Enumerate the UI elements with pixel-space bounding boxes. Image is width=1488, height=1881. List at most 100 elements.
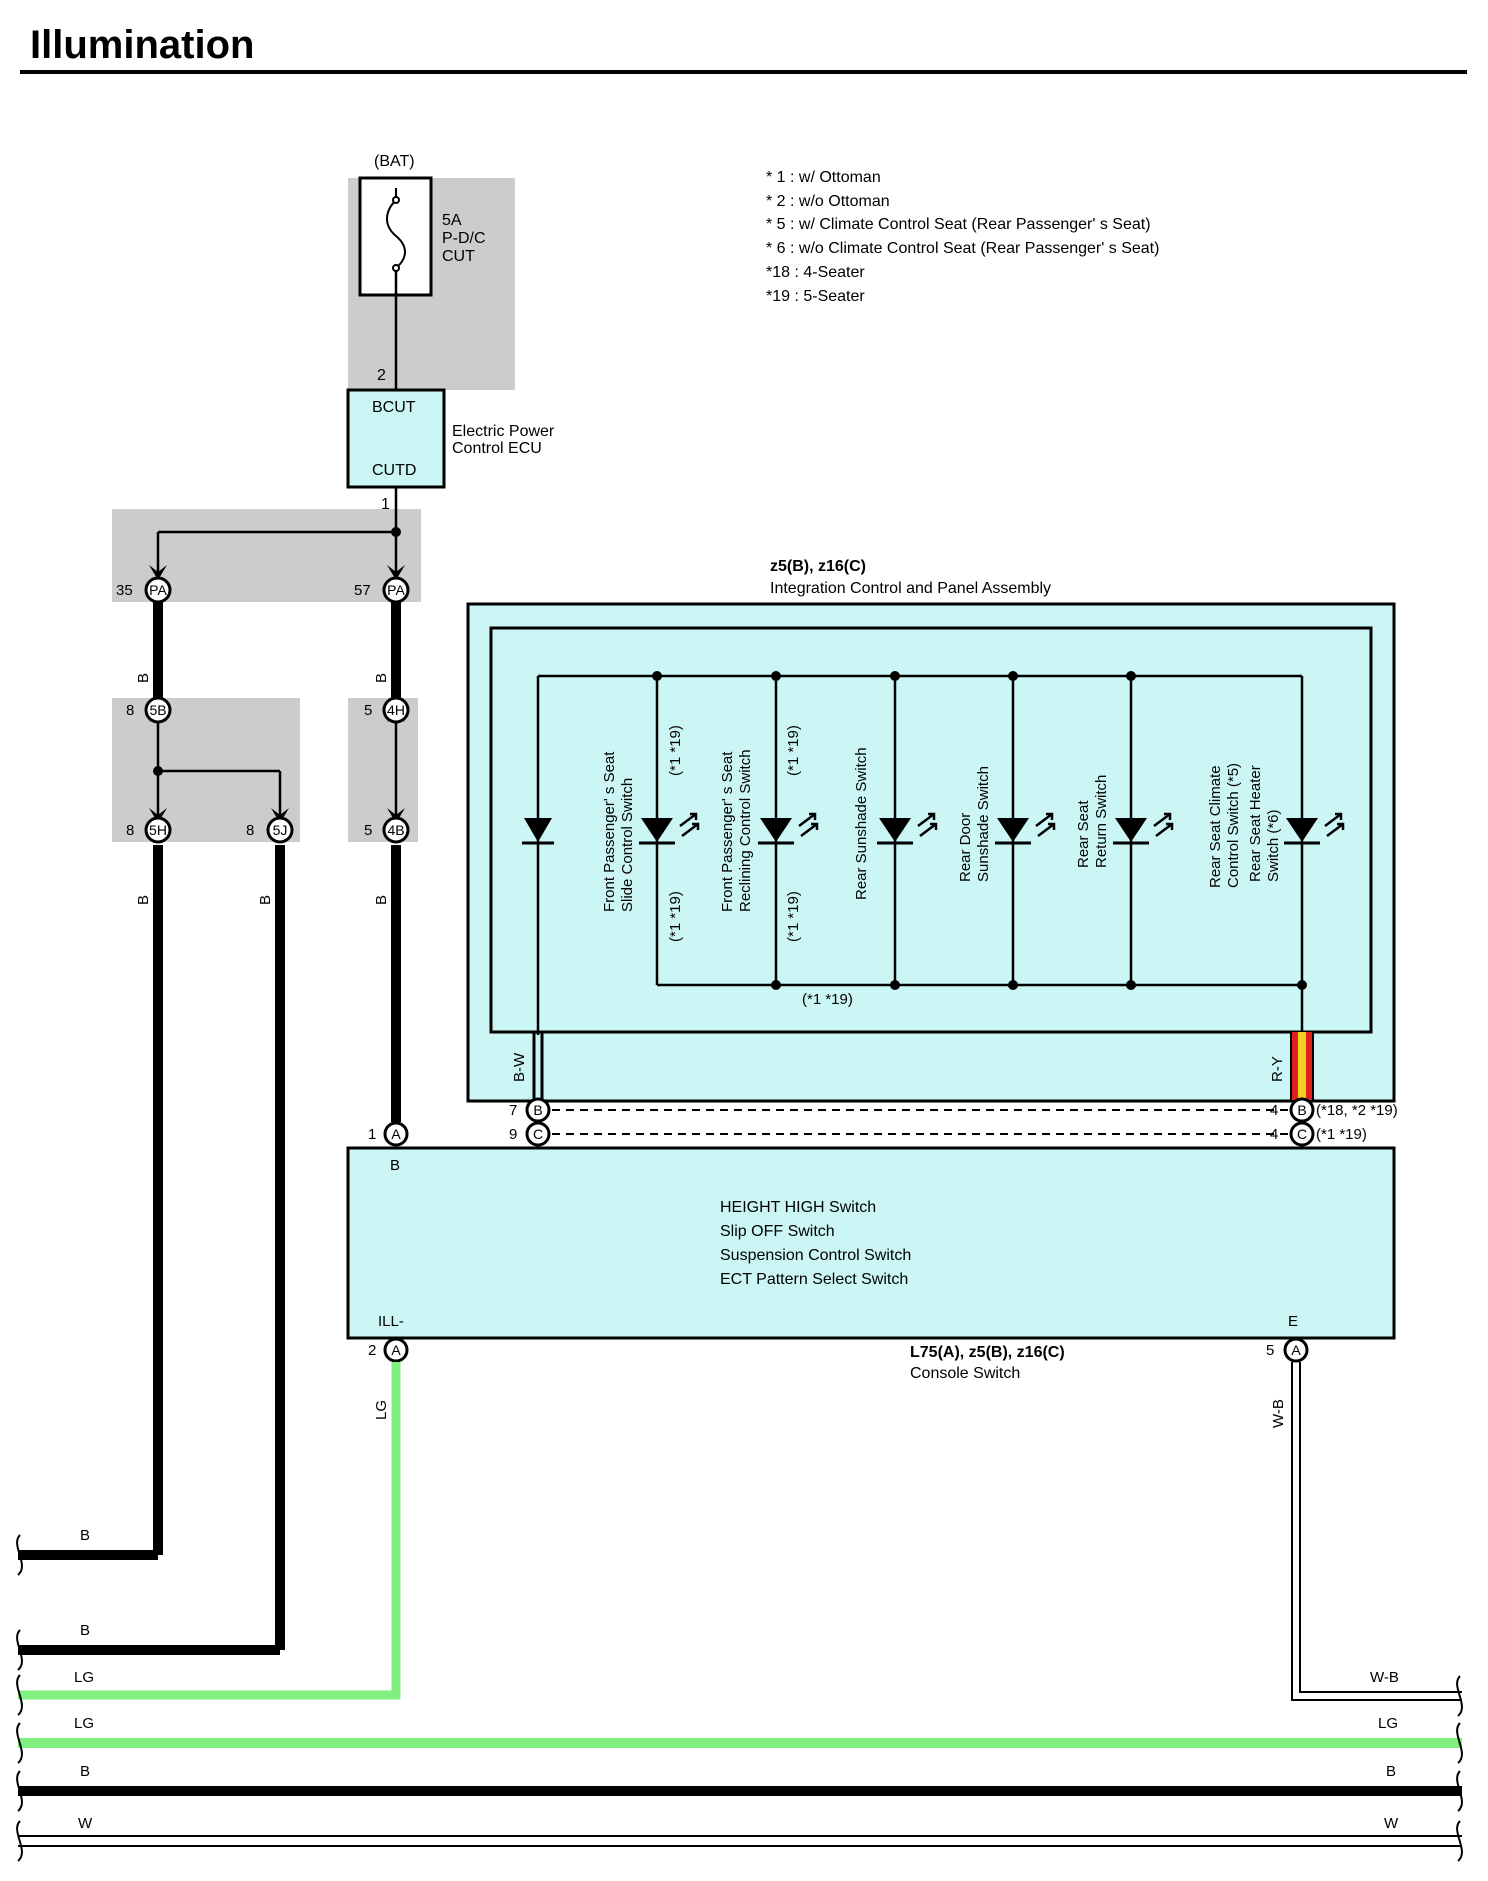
connector-pa-35: PA	[144, 576, 172, 604]
switch-4-label-1: Rear Door	[957, 813, 974, 882]
notes: * 1 : w/ Ottoman * 2 : w/o Ottoman * 5 :…	[766, 169, 1159, 305]
connector-5b-pin: 8	[126, 702, 134, 719]
arrow-pa-right	[387, 565, 405, 580]
switch-1-note-bottom: (*1 *19)	[667, 891, 684, 942]
connector-4h: 4H	[382, 696, 410, 724]
connector-code: 5B	[149, 702, 166, 718]
connector-c4-pin: 4	[1270, 1126, 1278, 1143]
console-title-1: L75(A), z5(B), z16(C)	[910, 1344, 1065, 1361]
wire-label-b-4: B	[257, 895, 274, 905]
wire-label-w-1: W	[78, 1815, 93, 1832]
fuse-pin: 2	[377, 367, 386, 384]
console-switch-1: HEIGHT HIGH Switch	[720, 1199, 876, 1216]
panel-circuit	[522, 671, 1345, 1035]
connector-a5: A	[1283, 1337, 1309, 1363]
connector-5j-pin: 8	[246, 822, 254, 839]
wire-label-b-3: B	[135, 895, 152, 905]
arrow-5j	[271, 808, 289, 823]
connector-4h-pin: 5	[364, 702, 372, 719]
wire-label-lg-1: LG	[373, 1400, 390, 1420]
fuse-dot-bottom	[392, 264, 400, 272]
connector-a2: A	[383, 1337, 409, 1363]
fuse-dot-top	[392, 196, 400, 204]
panel-title-2: Integration Control and Panel Assembly	[770, 580, 1051, 597]
arrow-5h	[149, 808, 167, 823]
connector-5h-pin: 8	[126, 822, 134, 839]
connector-5j: 5J	[266, 816, 294, 844]
console-switch-box	[346, 1146, 1396, 1340]
wire-wb-b	[1299, 1362, 1462, 1693]
wire-label-lg-3: LG	[74, 1715, 94, 1732]
connector-pa-57: PA	[382, 576, 410, 604]
connector-a1-pin: 1	[368, 1126, 376, 1143]
connector-5b: 5B	[144, 696, 172, 724]
wire-ry-stripe	[1298, 1032, 1306, 1100]
diode-icon	[524, 818, 552, 842]
switch-6-label-4: Switch (*6)	[1265, 809, 1282, 882]
wire-label-b-7: B	[80, 1622, 90, 1639]
wire-label-lg-2: LG	[74, 1669, 94, 1686]
switch-6-label-2: Control Switch (*5)	[1225, 763, 1242, 888]
wire-label-w-2: W	[1384, 1815, 1399, 1832]
wire-label-b-5: B	[373, 895, 390, 905]
bus-note: (*1 *19)	[802, 991, 853, 1008]
connector-c9: C	[525, 1121, 551, 1147]
connector-code: 4B	[387, 822, 404, 838]
note-18: *18 : 4-Seater	[766, 264, 865, 281]
connector-b4-pin: 4	[1270, 1102, 1278, 1119]
switch-2-label-1: Front Passenger' s Seat	[719, 751, 736, 912]
switch-3-label-1: Rear Sunshade Switch	[853, 747, 870, 900]
switch-2-note-top: (*1 *19)	[785, 725, 802, 776]
led-icon-2	[758, 812, 819, 845]
switch-5-label-2: Return Switch	[1093, 775, 1110, 868]
connector-code: PA	[387, 582, 405, 598]
fuse-source: (BAT)	[374, 153, 415, 170]
connector-code: C	[533, 1126, 543, 1142]
connector-c4: C	[1289, 1121, 1315, 1147]
connector-c9-pin: 9	[509, 1126, 517, 1143]
ecu-bottom-label: CUTD	[372, 462, 416, 479]
led-icon-6	[1284, 812, 1345, 845]
connector-4b: 4B	[382, 816, 410, 844]
console-pin-b: B	[390, 1157, 400, 1174]
page-title: Illumination	[30, 23, 254, 67]
led-icon-5	[1113, 812, 1174, 845]
connector-b4: B	[1289, 1097, 1315, 1123]
ecu-pin: 1	[381, 496, 390, 513]
switch-1-label-2: Slide Control Switch	[619, 778, 636, 912]
break-marks-left	[16, 1534, 23, 1862]
connector-a2-pin: 2	[368, 1342, 376, 1359]
wire-label-b-6: B	[80, 1527, 90, 1544]
switch-4-label-2: Sunshade Switch	[975, 766, 992, 882]
ecu-name-1: Electric Power	[452, 423, 555, 440]
console-switch-2: Slip OFF Switch	[720, 1223, 835, 1240]
note-19: *19 : 5-Seater	[766, 288, 865, 305]
fuse-icon	[386, 199, 406, 269]
switch-6-label-3: Rear Seat Heater	[1247, 765, 1264, 882]
connector-code: 4H	[387, 702, 405, 718]
connector-code: A	[391, 1342, 401, 1358]
wire-label-b-1: B	[135, 673, 152, 683]
arrow-4b	[387, 808, 405, 823]
junction-shade-4	[348, 698, 418, 842]
panel-inner	[489, 626, 1373, 1034]
connector-code: 5H	[149, 822, 167, 838]
wire-label-b-9: B	[1386, 1763, 1396, 1780]
connector-b4-note: (*18, *2 *19)	[1316, 1102, 1398, 1119]
wire-label-b-8: B	[80, 1763, 90, 1780]
led-icon-3	[877, 812, 938, 845]
fuse-name-2: CUT	[442, 248, 475, 265]
fuse-rating: 5A	[442, 212, 462, 229]
connector-b7-pin: 7	[509, 1102, 517, 1119]
switch-5-label-1: Rear Seat	[1075, 800, 1092, 868]
led-icon-1	[639, 812, 700, 845]
led-icon-4	[995, 812, 1056, 845]
wire-label-b-2: B	[373, 673, 390, 683]
connector-a5-pin: 5	[1266, 1342, 1274, 1359]
note-2: * 2 : w/o Ottoman	[766, 193, 890, 210]
console-switch-4: ECT Pattern Select Switch	[720, 1271, 908, 1288]
wire-label-ry: R-Y	[1269, 1056, 1286, 1082]
wire-lg-ill	[18, 1362, 401, 1700]
arrow-pa-left	[149, 565, 167, 580]
